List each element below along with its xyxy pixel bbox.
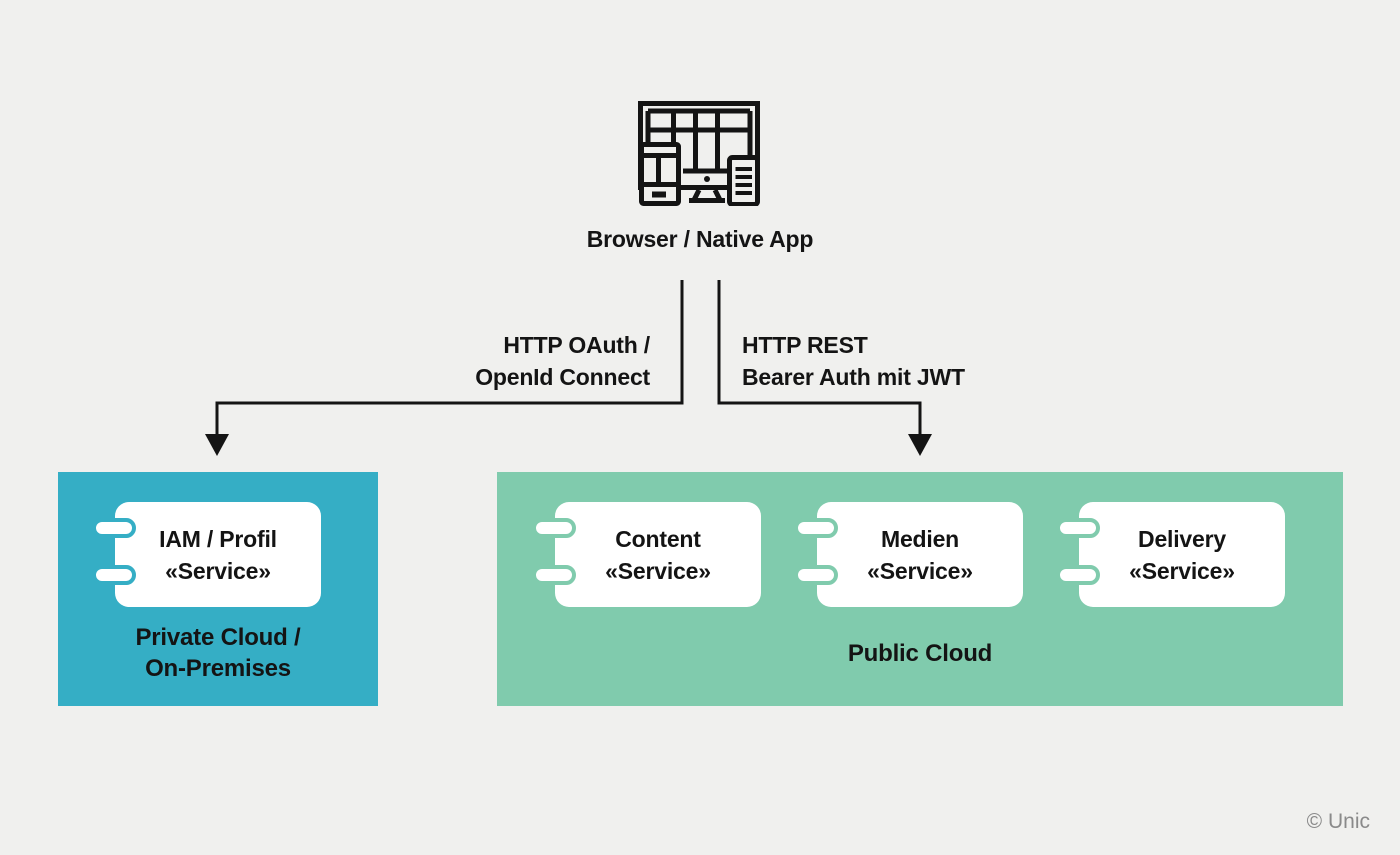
- component-stereotype: «Service»: [165, 557, 271, 584]
- browser-native-app-icon: [638, 101, 760, 206]
- component-name: Medien: [880, 525, 960, 552]
- component-iam-profil: IAM / Profil «Service»: [92, 502, 321, 607]
- component-port-icon: [794, 565, 838, 585]
- component-content: Content «Service»: [532, 502, 761, 607]
- public-cloud-zone: Content «Service» Medien «Service» Deliv…: [497, 472, 1343, 706]
- oauth-label-line2: OpenId Connect: [475, 364, 650, 390]
- rest-label-line2: Bearer Auth mit JWT: [742, 364, 965, 390]
- component-port-icon: [92, 518, 136, 538]
- rest-label-line1: HTTP REST: [742, 332, 868, 358]
- public-cloud-label-line1: Public Cloud: [847, 640, 993, 667]
- copyright-label: © Unic: [1306, 810, 1370, 833]
- component-port-icon: [92, 565, 136, 585]
- component-medien: Medien «Service»: [794, 502, 1023, 607]
- client-label: Browser / Native App: [586, 226, 814, 252]
- component-name: Content: [615, 525, 701, 552]
- private-cloud-label: Private Cloud / On-Premises: [58, 622, 378, 684]
- component-name: IAM / Profil: [159, 525, 277, 552]
- oauth-connection-label: HTTP OAuth / OpenId Connect: [475, 329, 650, 393]
- tablet-icon: [639, 142, 681, 206]
- private-cloud-label-line1: Private Cloud /: [135, 624, 301, 651]
- component-port-icon: [1056, 565, 1100, 585]
- oauth-arrowhead-icon: [205, 434, 229, 456]
- component-port-icon: [532, 565, 576, 585]
- component-stereotype: «Service»: [1129, 557, 1235, 584]
- component-port-icon: [532, 518, 576, 538]
- component-delivery: Delivery «Service»: [1056, 502, 1285, 607]
- private-cloud-label-line2: On-Premises: [145, 655, 291, 682]
- component-stereotype: «Service»: [867, 557, 973, 584]
- private-cloud-zone: IAM / Profil «Service» Private Cloud / O…: [58, 472, 378, 706]
- monitor-icon: [683, 168, 731, 203]
- smartphone-icon: [727, 155, 760, 206]
- rest-arrowhead-icon: [908, 434, 932, 456]
- oauth-label-line1: HTTP OAuth /: [503, 332, 650, 358]
- component-port-icon: [794, 518, 838, 538]
- component-stereotype: «Service»: [605, 557, 711, 584]
- component-port-icon: [1056, 518, 1100, 538]
- public-cloud-label: Public Cloud: [497, 638, 1343, 669]
- component-name: Delivery: [1138, 525, 1226, 552]
- rest-connection-label: HTTP REST Bearer Auth mit JWT: [742, 329, 965, 393]
